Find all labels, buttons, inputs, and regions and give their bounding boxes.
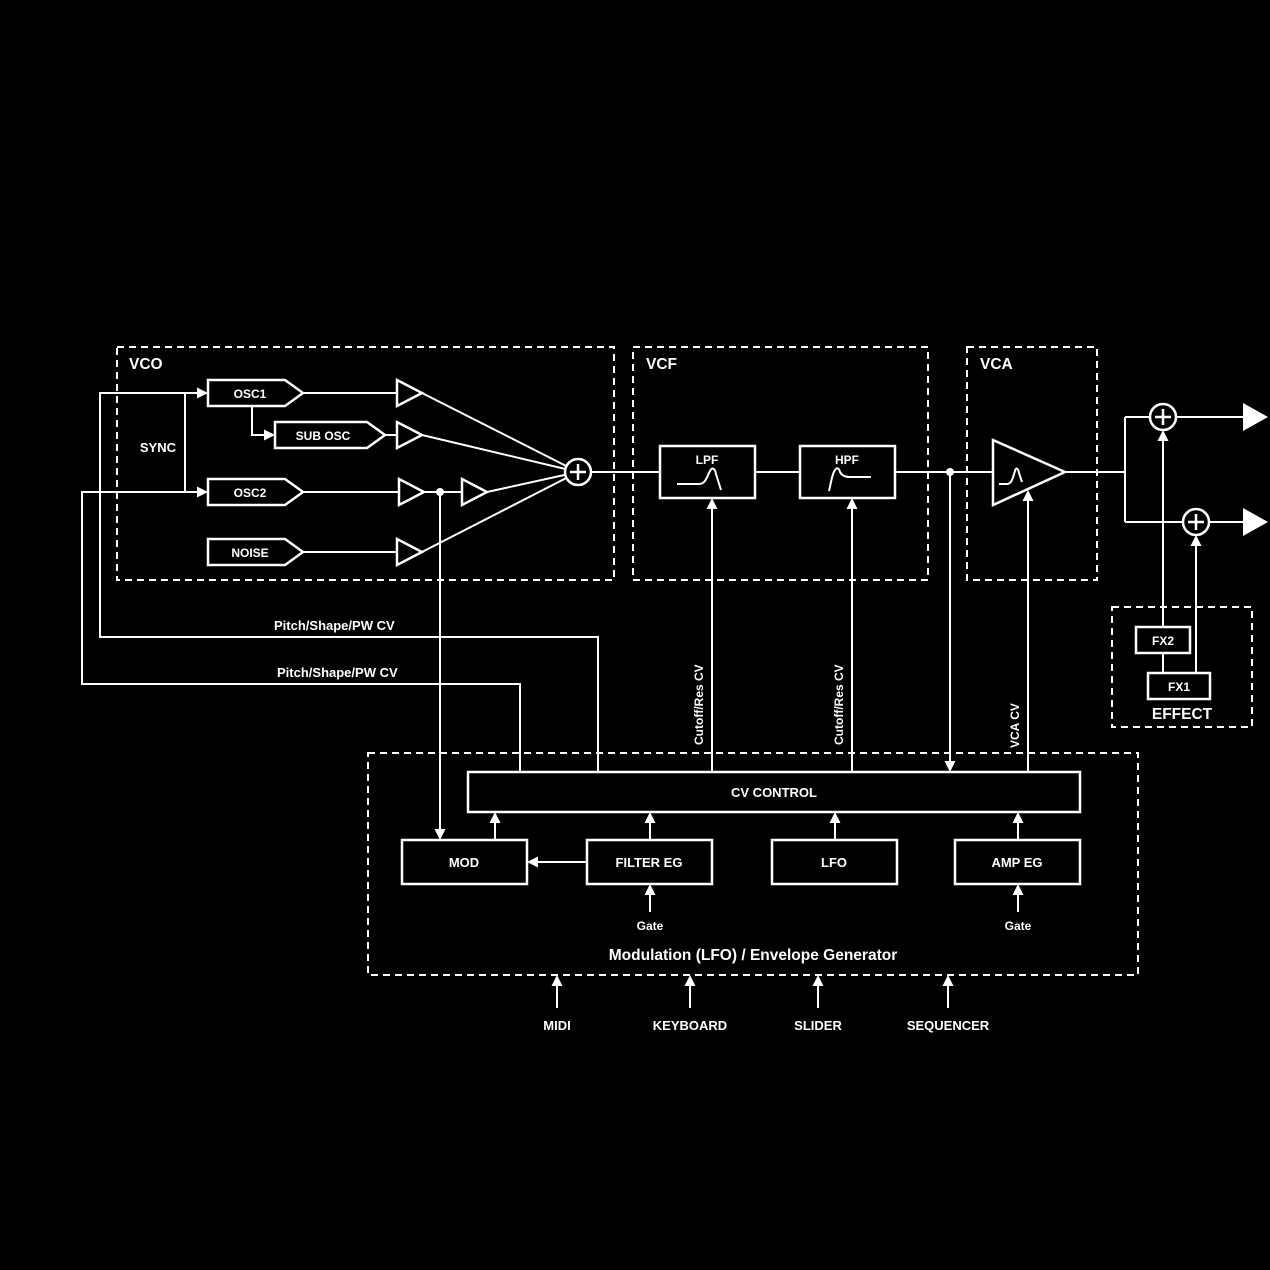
mod-label: MOD (449, 855, 479, 870)
arrow-fx2-up (1157, 430, 1169, 441)
cv-control-label: CV CONTROL (731, 785, 817, 800)
vca-section-box (966, 346, 1098, 581)
wire-pitch-cv-osc2 (81, 491, 521, 772)
pitch-cv-label-2: Pitch/Shape/PW CV (277, 665, 398, 680)
amp-triangle-osc1 (395, 377, 425, 409)
cutoff-cv-label-2: Cutoff/Res CV (832, 664, 846, 745)
arrow-gate-ampeg (1012, 884, 1024, 895)
sequencer-input-label: SEQUENCER (907, 1018, 990, 1033)
osc1-block (206, 378, 306, 408)
sub-osc-label: SUB OSC (296, 429, 351, 443)
pitch-cv-label-1: Pitch/Shape/PW CV (274, 618, 395, 633)
filter-eg-label: FILTER EG (616, 855, 683, 870)
vca-curve-icon (999, 467, 1023, 485)
amp-triangle-noise (395, 536, 425, 568)
wire-osc1-to-sum (421, 392, 579, 473)
lfo-block (770, 838, 899, 886)
arrow-output-1 (1243, 403, 1268, 431)
cutoff-cv-label-1: Cutoff/Res CV (692, 664, 706, 745)
vca-cv-label: VCA CV (1008, 703, 1022, 748)
fx2-label: FX2 (1152, 634, 1174, 648)
amp-triangle-subosc (395, 419, 425, 451)
arrow-gate-filtereg (644, 884, 656, 895)
effect-section-box (1111, 606, 1253, 728)
osc2-label: OSC2 (234, 486, 267, 500)
vcf-section-box (632, 346, 929, 581)
noise-label: NOISE (231, 546, 268, 560)
filter-eg-block (585, 838, 714, 886)
amp-triangle-osc2-b (460, 476, 490, 508)
junction-signal-tap (946, 468, 954, 476)
osc1-label: OSC1 (234, 387, 267, 401)
wire-subosc-to-sum (421, 434, 579, 473)
output-sum-plus-1 (1155, 409, 1171, 425)
slider-input-label: SLIDER (794, 1018, 842, 1033)
cv-control-block (466, 770, 1082, 814)
arrow-filtereg-up (644, 812, 656, 823)
fx1-label: FX1 (1168, 680, 1190, 694)
arrow-into-mod-top (434, 829, 446, 840)
arrow-into-osc2 (197, 486, 208, 498)
modulation-section-box (367, 752, 1139, 976)
vco-section-label: VCO (129, 356, 163, 373)
output-sum-plus-2 (1188, 514, 1204, 530)
sub-osc-block (273, 420, 388, 450)
effect-section-label: EFFECT (1152, 706, 1213, 723)
gate-label-amp: Gate (1005, 919, 1032, 933)
arrow-into-cvcontrol-top (944, 761, 956, 772)
amp-eg-label: AMP EG (991, 855, 1042, 870)
wire-noise-to-sum (421, 471, 579, 553)
arrow-fx1-up (1190, 535, 1202, 546)
arrow-into-lpf (706, 498, 718, 509)
wire-osc2-to-sum (486, 471, 579, 493)
arrow-mod-up (489, 812, 501, 823)
junction-osc2-tap (436, 488, 444, 496)
arrow-sequencer-up (942, 975, 954, 986)
noise-block (206, 537, 306, 567)
amp-triangle-osc2-a (397, 476, 427, 508)
osc2-block (206, 477, 306, 507)
lpf-curve-icon (677, 467, 722, 491)
sync-label: SYNC (140, 440, 177, 455)
arrow-slider-up (812, 975, 824, 986)
fx1-block (1146, 671, 1212, 701)
amp-eg-block (953, 838, 1082, 886)
vco-section-box (116, 346, 615, 581)
keyboard-input-label: KEYBOARD (653, 1018, 727, 1033)
lpf-block (658, 444, 757, 500)
arrow-into-vca (1022, 490, 1034, 501)
gate-label-filter: Gate (637, 919, 664, 933)
hpf-label: HPF (835, 453, 859, 467)
lpf-label: LPF (696, 453, 719, 467)
midi-input-label: MIDI (543, 1018, 570, 1033)
arrow-keyboard-up (684, 975, 696, 986)
fx2-block (1134, 625, 1192, 655)
vcf-section-label: VCF (646, 356, 677, 373)
vca-amp-triangle (991, 438, 1069, 507)
arrow-ampeg-up (1012, 812, 1024, 823)
wire-pitch-cv-osc1 (99, 392, 599, 772)
arrow-into-mod-right (527, 856, 538, 868)
arrow-into-subosc (264, 429, 275, 441)
arrow-output-2 (1243, 508, 1268, 536)
hpf-curve-icon (828, 467, 871, 492)
wire-osc1-to-subosc (251, 406, 265, 436)
arrow-lfo-up (829, 812, 841, 823)
arrow-into-osc1 (197, 387, 208, 399)
hpf-block (798, 444, 897, 500)
vca-section-label: VCA (980, 356, 1013, 373)
mod-block (400, 838, 529, 886)
modulation-section-label: Modulation (LFO) / Envelope Generator (609, 947, 897, 964)
lfo-label: LFO (821, 855, 847, 870)
arrow-into-hpf (846, 498, 858, 509)
arrow-midi-up (551, 975, 563, 986)
mixer-plus-icon (570, 464, 586, 480)
